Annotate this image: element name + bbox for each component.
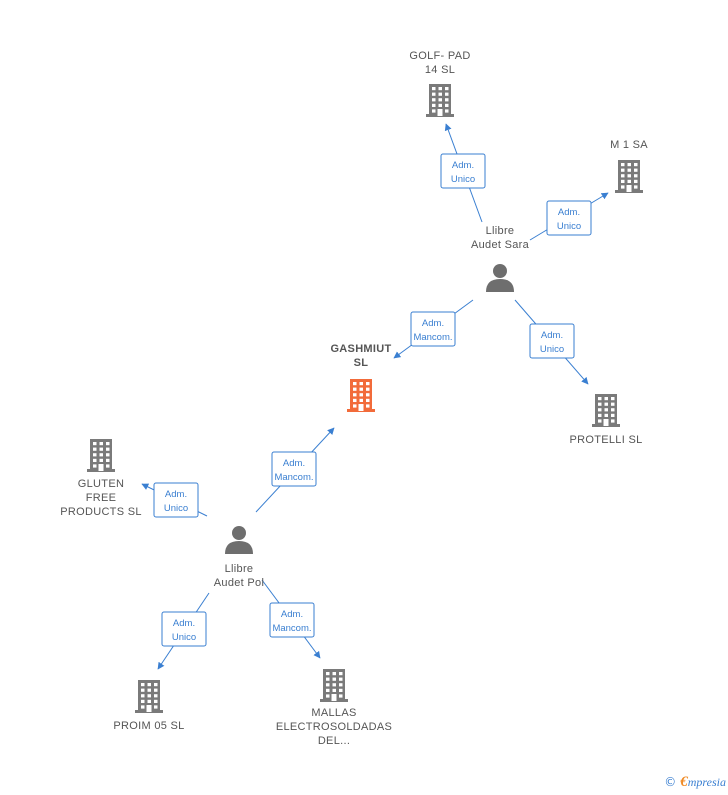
node-label: Llibre (486, 225, 515, 237)
edge-label-text: Unico (540, 344, 564, 355)
node-protelli[interactable]: PROTELLI SL (570, 394, 643, 446)
edge-label-box[interactable]: Adm. Mancom. (271, 451, 317, 487)
edge-label-text: Adm. (283, 458, 305, 469)
building-icon (347, 379, 375, 412)
edge-llibre-pol-to-gluten: Adm. Unico (141, 482, 208, 518)
edge-llibre-sara-to-golf-pad: Adm. Unico (440, 123, 486, 223)
edge-label-box[interactable]: Adm. Unico (153, 482, 199, 518)
edge-label-box[interactable]: Adm. Mancom. (269, 602, 315, 638)
node-m1sa[interactable]: M 1 SA (610, 139, 648, 193)
edge-label-text: Adm. (173, 618, 195, 629)
node-label: M 1 SA (610, 139, 648, 151)
node-golf-pad[interactable]: GOLF- PAD 14 SL (409, 50, 470, 117)
node-label: PROTELLI SL (570, 434, 643, 446)
edge-llibre-sara-to-m1sa: Adm. Unico (529, 192, 609, 241)
edge-label-box[interactable]: Adm. Mancom. (410, 311, 456, 347)
building-icon (135, 680, 163, 713)
node-label: 14 SL (425, 64, 455, 76)
building-icon (615, 160, 643, 193)
node-gashmiut[interactable]: GASHMIUT SL (330, 343, 391, 412)
node-label: Audet Pol (214, 577, 264, 589)
edge-label-text: Mancom. (413, 332, 452, 343)
edge-label-text: Unico (164, 503, 188, 514)
person-icon (486, 264, 514, 292)
edge-llibre-sara-to-protelli: Adm. Unico (514, 299, 589, 385)
node-label: DEL... (318, 735, 350, 747)
edge-label-text: Adm. (422, 318, 444, 329)
node-mallas[interactable]: MALLAS ELECTROSOLDADAS DEL... (276, 669, 392, 747)
edge-llibre-pol-to-gashmiut: Adm. Mancom. (255, 427, 335, 513)
edge-label-box[interactable]: Adm. Unico (529, 323, 575, 359)
person-icon (225, 526, 253, 554)
edge-label-text: Adm. (452, 160, 474, 171)
edge-label-box[interactable]: Adm. Unico (440, 153, 486, 189)
edge-label-text: Unico (557, 221, 581, 232)
node-gluten[interactable]: GLUTEN FREE PRODUCTS SL (60, 439, 142, 518)
node-label: GOLF- PAD (409, 50, 470, 62)
node-label: FREE (86, 492, 117, 504)
edge-label-text: Unico (451, 174, 475, 185)
edge-label-text: Adm. (541, 330, 563, 341)
edge-llibre-sara-to-gashmiut: Adm. Mancom. (393, 299, 474, 359)
building-icon (87, 439, 115, 472)
node-proim[interactable]: PROIM 05 SL (113, 680, 184, 732)
edge-llibre-pol-to-proim: Adm. Unico (157, 592, 210, 670)
brand-initial: € (680, 774, 688, 790)
brand-name: mpresia (687, 775, 726, 789)
building-icon (592, 394, 620, 427)
edge-label-box[interactable]: Adm. Unico (546, 200, 592, 236)
copyright-footer: ©€mpresia (664, 774, 726, 791)
node-label: Audet Sara (471, 239, 530, 251)
edge-label-text: Mancom. (272, 623, 311, 634)
edge-label-box[interactable]: Adm. Unico (161, 611, 207, 647)
node-label: GASHMIUT (330, 343, 391, 355)
node-label: ELECTROSOLDADAS (276, 721, 392, 733)
edge-label-text: Adm. (165, 489, 187, 500)
edge-label-text: Unico (172, 632, 196, 643)
node-label: SL (354, 357, 369, 369)
edge-label-text: Mancom. (274, 472, 313, 483)
edge-label-text: Adm. (558, 207, 580, 218)
building-icon (320, 669, 348, 702)
node-label: MALLAS (311, 707, 356, 719)
edge-label-text: Adm. (281, 609, 303, 620)
node-label: GLUTEN (78, 478, 124, 490)
edge-llibre-pol-to-mallas: Adm. Mancom. (261, 579, 321, 659)
node-label: Llibre (225, 563, 254, 575)
node-label: PROIM 05 SL (113, 720, 184, 732)
building-icon (426, 84, 454, 117)
copyright-symbol: © (664, 775, 677, 789)
node-label: PRODUCTS SL (60, 506, 142, 518)
